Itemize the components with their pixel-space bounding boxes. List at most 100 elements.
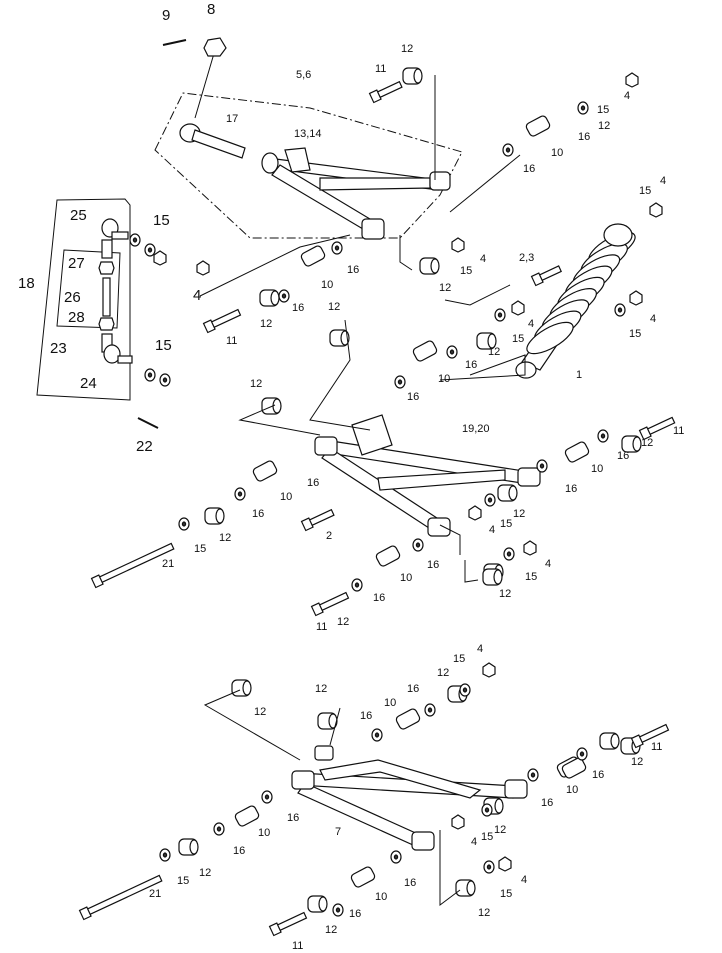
washer-hole [505, 147, 511, 153]
washer-hole [600, 433, 606, 439]
callout-label: 16 [541, 797, 553, 809]
washer-hole [393, 854, 399, 860]
callout-label: 11 [292, 940, 303, 952]
leader-line [439, 354, 526, 381]
bushing-end [270, 290, 280, 306]
washer-hole [147, 372, 153, 378]
washer-hole [216, 826, 222, 832]
bolt-shank [375, 80, 403, 99]
callout-label: 12 [328, 301, 340, 313]
callout-label: 11 [316, 621, 327, 633]
washer-hole [415, 542, 421, 548]
bushing-end [632, 436, 642, 452]
callout-label: 12 [325, 924, 337, 936]
callout-label: 12 [315, 683, 327, 695]
sleeve [561, 757, 587, 779]
callout-label: 16 [307, 477, 319, 489]
callout-label: 16 [347, 264, 359, 276]
callout-label: 4 [545, 558, 551, 570]
sleeve [564, 441, 590, 463]
callout-label: 9 [162, 7, 170, 24]
bolt-shank [209, 308, 242, 329]
callout-label: 16 [287, 812, 299, 824]
nut [629, 290, 643, 306]
callout-label: 4 [471, 836, 477, 848]
washer-hole [264, 794, 270, 800]
callout-label: 10 [400, 572, 412, 584]
callout-label: 12 [631, 756, 643, 768]
callout-label: 21 [149, 888, 161, 900]
callout-label: 10 [566, 784, 578, 796]
shock-bottom-eye [515, 361, 537, 379]
callout-label: 18 [18, 275, 35, 292]
nut [523, 540, 537, 556]
washer-hole [497, 312, 503, 318]
callout-label: 15 [177, 875, 189, 887]
callout-label: 12 [598, 120, 610, 132]
bushing-end [466, 880, 476, 896]
bolt-head [630, 734, 644, 749]
washer-hole [132, 237, 138, 243]
callout-label: 24 [80, 375, 97, 392]
bolt-head [78, 906, 92, 921]
callout-label: 2,3 [519, 252, 534, 264]
callout-label: 15 [525, 571, 537, 583]
callout-label: 16 [578, 131, 590, 143]
leader-line [329, 707, 341, 746]
callout-label: 15 [153, 212, 170, 229]
callout-label: 15 [500, 518, 512, 530]
callout-label: 10 [438, 373, 450, 385]
callout-label: 16 [349, 908, 361, 920]
callout-label: 8 [207, 1, 215, 18]
washer-hole [147, 247, 153, 253]
callout-label: 15 [453, 653, 465, 665]
bolt-head [310, 602, 324, 617]
callout-label: 4 [477, 643, 483, 655]
sleeve [395, 708, 421, 730]
bushing-end [430, 258, 440, 274]
nut [153, 250, 167, 266]
callout-label: 26 [64, 289, 81, 306]
callout-label: 15 [155, 337, 172, 354]
callout-label: 4 [660, 175, 666, 187]
washer-hole [427, 707, 433, 713]
leader-line [439, 524, 461, 555]
tie-rod [98, 218, 159, 429]
bushing-end [189, 839, 199, 855]
sleeve [252, 460, 278, 482]
callout-label: 11 [226, 335, 237, 347]
washer-hole [530, 772, 536, 778]
callout-label: 15 [512, 333, 524, 345]
nut [482, 662, 496, 678]
callout-label: 16 [523, 163, 535, 175]
leader-line [309, 319, 371, 431]
callout-label: 12 [199, 867, 211, 879]
bushing-end [215, 508, 225, 524]
callout-label: 16 [292, 302, 304, 314]
callout-label: 10 [258, 827, 270, 839]
bolt-shank [317, 591, 350, 612]
callout-label: 15 [460, 265, 472, 277]
callout-label: 16 [407, 683, 419, 695]
callout-label: 15 [481, 831, 493, 843]
washer-hole [281, 293, 287, 299]
callout-label: 15 [194, 543, 206, 555]
nut [451, 237, 465, 253]
nut [649, 202, 663, 218]
bushing-end [493, 569, 503, 585]
callout-label: 28 [68, 309, 85, 326]
callout-label: 4 [193, 287, 201, 304]
callout-label: 16 [360, 710, 372, 722]
callout-label: 12 [337, 616, 349, 628]
callout-label: 16 [233, 845, 245, 857]
nut [498, 856, 512, 872]
callout-label: 12 [488, 346, 500, 358]
sleeve [412, 340, 438, 362]
callout-label: 4 [528, 318, 534, 330]
bolt-head [638, 426, 652, 441]
washer-hole [374, 732, 380, 738]
bolt-head [300, 517, 314, 532]
callout-label: 10 [551, 147, 563, 159]
callout-label: 16 [252, 508, 264, 520]
